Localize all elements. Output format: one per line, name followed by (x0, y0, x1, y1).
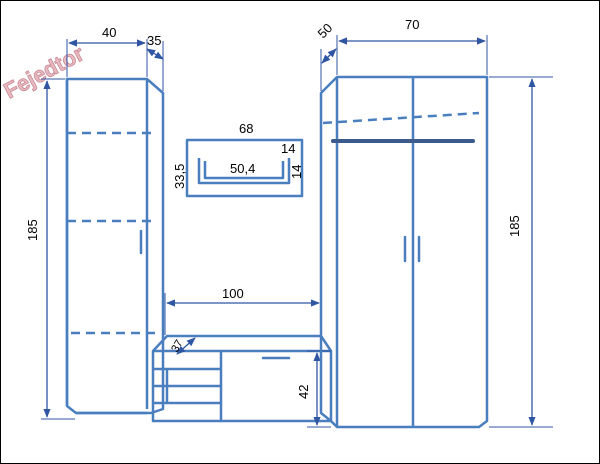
bench-depth-dimension (176, 337, 196, 355)
wardrobe-depth-label: 50 (315, 20, 336, 41)
shelf-outline (185, 138, 304, 198)
shelf-tray-outer (197, 158, 291, 185)
tall-locker (65, 77, 165, 415)
bench-top (152, 334, 333, 352)
wardrobe (319, 75, 489, 429)
shelf-side-b-label: 14 (289, 165, 304, 179)
locker-height-label: 185 (25, 219, 40, 241)
wardrobe-outline (319, 75, 489, 429)
locker-width-label: 40 (102, 25, 116, 40)
shelf-inner-width-label: 50,4 (230, 161, 255, 176)
locker-body-outline (65, 77, 165, 415)
bench-depth-label: 37 (169, 338, 186, 355)
wall-shelf (185, 138, 304, 198)
shelf-side-a-label: 14 (281, 141, 295, 156)
bench-width-label: 100 (222, 286, 244, 301)
shelf-tray-inner (203, 161, 285, 180)
watermark-logo: Fejedtor (1, 40, 88, 103)
shelf-width-label: 68 (239, 121, 253, 136)
bench (151, 334, 333, 423)
locker-depth-label: 35 (147, 33, 161, 48)
bench-height-label: 42 (296, 385, 311, 399)
wardrobe-width-label: 70 (405, 17, 419, 32)
wardrobe-height-label: 185 (507, 215, 522, 237)
wardrobe-depth-dimension (321, 48, 337, 64)
shelf-height-label: 33,5 (172, 164, 187, 189)
locker-depth-dimension (146, 48, 164, 60)
wardrobe-top-shelf (322, 111, 480, 125)
